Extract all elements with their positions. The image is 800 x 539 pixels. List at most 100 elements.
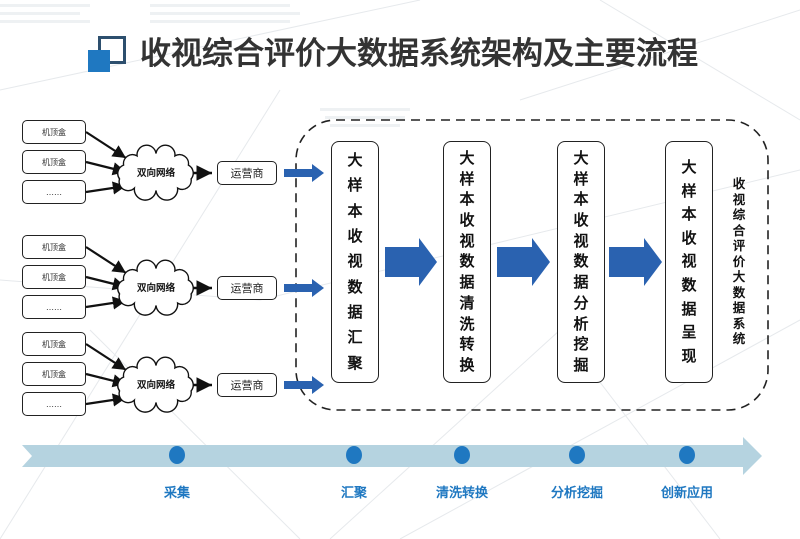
system-boundary (295, 119, 769, 411)
stage-char: 换 (459, 356, 475, 375)
stage-char: 数 (459, 252, 475, 271)
stage-char: 收 (459, 211, 475, 230)
stage-char: 收 (681, 228, 697, 247)
stage-char: 挖 (573, 335, 589, 354)
stage-char: 本 (347, 201, 363, 220)
stage-char: 呈 (681, 323, 697, 342)
stage-char: 聚 (347, 353, 363, 372)
stage-char: 本 (459, 190, 475, 209)
operator-box: 运营商 (217, 276, 277, 300)
stage-char: 样 (459, 169, 475, 188)
stage-cleaning: 大样本收视数据清洗转换 (443, 141, 491, 383)
system-label-char: 收 (732, 176, 746, 191)
network-cloud-icon (117, 144, 194, 201)
stage-analysis: 大样本收视数据分析挖掘 (557, 141, 605, 383)
system-label: 收视综合评价大数据系统 (729, 176, 749, 347)
stage-char: 视 (459, 231, 475, 250)
connector-arrow (85, 343, 127, 371)
set-top-box: 机顶盒 (22, 235, 86, 259)
timeline-step-label: 汇聚 (340, 486, 368, 501)
stage-char: 现 (681, 346, 697, 365)
set-top-box: 机顶盒 (22, 150, 86, 174)
stage-char: 样 (681, 181, 697, 200)
stage-char: 数 (347, 277, 363, 296)
network-cloud-icon (117, 356, 194, 413)
stage-char: 视 (573, 231, 589, 250)
set-top-box: 机顶盒 (22, 362, 86, 386)
stage-char: 洗 (459, 314, 475, 333)
set-top-box: 机顶盒 (22, 120, 86, 144)
network-label: 双向网络 (136, 283, 175, 294)
set-top-box: 机顶盒 (22, 265, 86, 289)
stage-char: 收 (347, 227, 363, 246)
stage-char: 据 (347, 303, 363, 322)
timeline-dot (346, 446, 362, 464)
timeline-dot (169, 446, 185, 464)
operator-box: 运营商 (217, 373, 277, 397)
stage-char: 数 (681, 276, 697, 294)
flow-arrow-icon (284, 279, 324, 297)
stage-char: 大 (681, 158, 697, 177)
stage-char: 样 (573, 169, 589, 188)
network-label: 双向网络 (136, 380, 175, 391)
flow-arrow-icon (284, 376, 324, 394)
stage-arrow-icon (497, 238, 550, 286)
system-label-char: 据 (732, 300, 746, 315)
set-top-box: …… (22, 180, 86, 204)
stage-char: 本 (573, 190, 589, 209)
system-label-char: 数 (732, 284, 746, 300)
timeline-dot (679, 446, 695, 464)
system-label-char: 综 (732, 207, 746, 222)
stage-char: 析 (573, 314, 589, 333)
stage-arrow-icon (385, 238, 437, 286)
stage-char: 大 (573, 148, 589, 167)
timeline-step-label: 创新应用 (660, 486, 714, 501)
system-label-char: 系 (732, 315, 746, 331)
stage-char: 掘 (573, 356, 589, 375)
system-label-char: 大 (732, 269, 746, 284)
timeline-step-label: 分析挖掘 (550, 486, 604, 501)
system-label-char: 视 (732, 191, 746, 207)
title-icon (88, 36, 128, 72)
connector-arrow (85, 296, 127, 310)
stage-char: 转 (459, 335, 475, 354)
set-top-box: …… (22, 392, 86, 416)
stage-char: 据 (459, 273, 475, 292)
connector-arrow (85, 246, 127, 274)
stage-presentation: 大样本收视数据呈现 (665, 141, 713, 383)
stage-char: 收 (573, 211, 589, 230)
set-top-box: 机顶盒 (22, 332, 86, 356)
set-top-box: …… (22, 295, 86, 319)
flow-arrow-icon (284, 164, 324, 182)
stage-char: 分 (573, 293, 589, 312)
system-label-char: 合 (732, 222, 746, 238)
timeline-bar (22, 437, 762, 475)
stage-char: 大 (459, 148, 475, 167)
page-title: 收视综合评价大数据系统架构及主要流程 (140, 36, 698, 72)
stage-char: 样 (347, 176, 363, 195)
stage-char: 大 (347, 151, 363, 170)
stage-char: 视 (681, 252, 697, 271)
system-label-char: 统 (732, 331, 746, 346)
stage-char: 视 (347, 252, 363, 271)
stage-char: 数 (573, 252, 589, 271)
stage-char: 汇 (347, 328, 363, 347)
network-cloud-icon (117, 259, 194, 316)
connector-arrow (85, 131, 127, 159)
timeline-step-label: 清洗转换 (435, 486, 489, 501)
connector-arrow (85, 393, 127, 407)
network-label: 双向网络 (136, 168, 175, 179)
stage-aggregation: 大样本收视数据汇聚 (331, 141, 379, 383)
timeline-dot (569, 446, 585, 464)
stage-char: 据 (573, 273, 589, 292)
stage-char: 本 (681, 205, 697, 224)
system-label-char: 评 (732, 238, 746, 253)
stage-char: 清 (459, 293, 475, 312)
timeline-step-label: 采集 (163, 486, 191, 501)
system-label-char: 价 (732, 253, 746, 269)
timeline-dot (454, 446, 470, 464)
operator-box: 运营商 (217, 161, 277, 185)
